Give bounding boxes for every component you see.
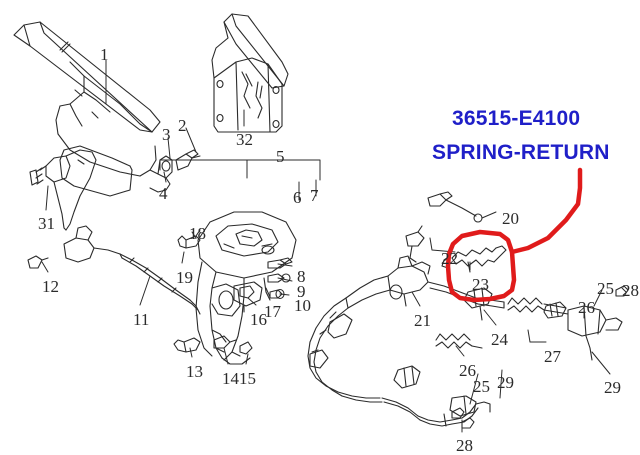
lever-boot-art	[211, 13, 289, 133]
callout-number-23: 23	[472, 275, 489, 294]
callout-number-5: 5	[276, 147, 285, 166]
callout-leader-lines	[41, 59, 627, 433]
annotation-part-number: 36515-E4100	[452, 107, 581, 130]
center-bracket-art	[173, 211, 297, 365]
callout-number-4: 4	[159, 184, 168, 203]
callout-number-1: 1	[100, 45, 109, 64]
callout-number-26: 26	[578, 298, 595, 317]
handbrake-lever-art	[13, 21, 201, 231]
callout-number-11: 11	[133, 310, 150, 329]
callout-number-24: 24	[491, 330, 508, 349]
callout-number-10: 10	[294, 296, 311, 315]
callout-number-9: 9	[297, 282, 306, 301]
callout-number-14: 14	[222, 369, 239, 388]
callout-number-27: 27	[544, 347, 561, 366]
callout-number-17: 17	[264, 302, 281, 321]
callout-number-32: 32	[236, 130, 253, 149]
callout-number-19: 19	[176, 268, 193, 287]
callout-number-25b: 25	[473, 377, 490, 396]
callout-number-28b: 28	[456, 436, 473, 455]
callout-number-25: 25	[597, 279, 614, 298]
callout-number-21: 21	[414, 311, 431, 330]
callout-number-8: 8	[297, 267, 306, 286]
callout-number-7: 7	[310, 186, 319, 205]
callout-number-22: 22	[441, 249, 458, 268]
callout-number-28: 28	[622, 281, 639, 300]
red-annotation-leader	[509, 167, 583, 255]
callout-number-29: 29	[604, 378, 621, 397]
callout-number-26b: 26	[459, 361, 476, 380]
callout-number-13: 13	[186, 362, 203, 381]
callout-number-31: 31	[38, 214, 55, 233]
callout-number-20: 20	[502, 209, 519, 228]
callout-number-12: 12	[42, 277, 59, 296]
callout-number-2: 2	[178, 116, 187, 135]
callout-number-29b: 29	[497, 373, 514, 392]
callout-number-16: 16	[250, 310, 267, 329]
callout-number-18: 18	[189, 224, 206, 243]
callout-number-3: 3	[162, 125, 171, 144]
annotation-part-name: SPRING-RETURN	[432, 141, 610, 164]
callout-number-15: 15	[239, 369, 256, 388]
front-cable-art	[27, 225, 201, 315]
red-annotation-highlight	[445, 229, 517, 303]
callout-number-6: 6	[293, 188, 302, 207]
